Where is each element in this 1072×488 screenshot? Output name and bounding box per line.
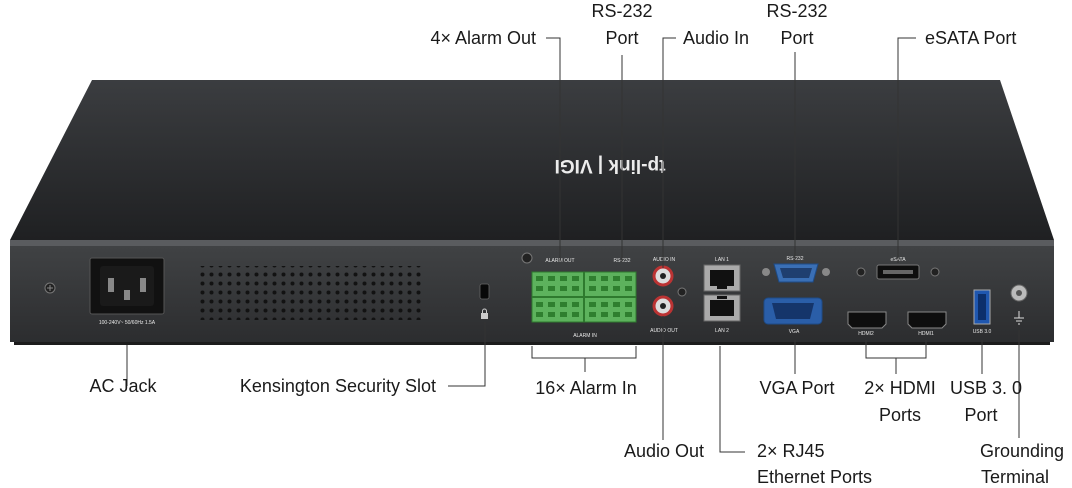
rs232-right-callout-line2: Port	[780, 28, 813, 48]
audio-out-label: AUDIO OUT	[650, 328, 678, 334]
alarm-out-callout: 4× Alarm Out	[430, 28, 536, 48]
lan1-port	[703, 264, 741, 292]
rs232-right-callout-line1: RS-232	[766, 1, 827, 21]
kensington-callout: Kensington Security Slot	[240, 376, 436, 396]
device-top-surface	[10, 80, 1054, 240]
lock-icon	[481, 308, 488, 319]
vga-label: VGA	[789, 329, 800, 335]
rj45-callout-line1: 2× RJ45	[757, 441, 825, 461]
ac-jack	[89, 257, 165, 315]
rs232-db9-port	[762, 263, 830, 283]
rs232-left-callout-line1: RS-232	[591, 1, 652, 21]
alarm-screw	[521, 252, 533, 264]
vga-port	[763, 297, 823, 325]
callouts: 4× Alarm Out RS-232 Port Audio In RS-232…	[89, 1, 1064, 487]
leader-lines	[126, 37, 1020, 453]
audio-out-callout: Audio Out	[624, 441, 704, 461]
lan2-label: LAN 2	[715, 328, 729, 334]
vga-callout: VGA Port	[759, 378, 834, 398]
ground-icon	[1014, 311, 1024, 325]
kensington-slot	[479, 283, 490, 300]
lan2-port	[703, 294, 741, 322]
hdmi2-label: HDMI2	[858, 331, 874, 337]
lan1-label: LAN 1	[715, 257, 729, 263]
usb-label: USB 3.0	[973, 329, 992, 335]
rj45-callout-line2: Ethernet Ports	[757, 467, 872, 487]
power-rating-label: 100-240V~ 50/60Hz 1.5A	[99, 320, 156, 326]
usb-port	[973, 289, 991, 325]
brand-logo: tp-link | VIGI	[555, 155, 666, 176]
hdmi1-port	[907, 311, 947, 329]
esata-callout: eSATA Port	[925, 28, 1016, 48]
hdmi2-port	[847, 311, 887, 329]
ventilation-grille	[196, 266, 422, 320]
grounding-callout-line1: Grounding	[980, 441, 1064, 461]
audio-in-jack	[652, 265, 674, 287]
alarm-terminal-block	[531, 271, 637, 323]
grounding-callout-line2: Terminal	[981, 467, 1049, 487]
usb-callout-line1: USB 3. 0	[950, 378, 1022, 398]
hdmi1-label: HDMI1	[918, 331, 934, 337]
grounding-screw	[1010, 284, 1028, 302]
screw-icon	[677, 287, 687, 297]
ac-jack-callout: AC Jack	[89, 376, 157, 396]
hdmi-callout-line1: 2× HDMI	[864, 378, 936, 398]
rs232-left-callout-line2: Port	[605, 28, 638, 48]
device-bottom-edge	[14, 342, 1050, 345]
usb-callout-line2: Port	[964, 405, 997, 425]
audio-in-callout: Audio In	[683, 28, 749, 48]
alarm-in-label: ALARM IN	[573, 333, 597, 339]
hdmi-callout-line2: Ports	[879, 405, 921, 425]
audio-out-jack	[652, 295, 674, 317]
device-top-edge	[10, 240, 1054, 246]
audio-in-label: AUDIO IN	[653, 257, 676, 263]
esata-port	[856, 264, 940, 280]
alarm-in-callout: 16× Alarm In	[535, 378, 637, 398]
screw-icon	[44, 282, 56, 294]
